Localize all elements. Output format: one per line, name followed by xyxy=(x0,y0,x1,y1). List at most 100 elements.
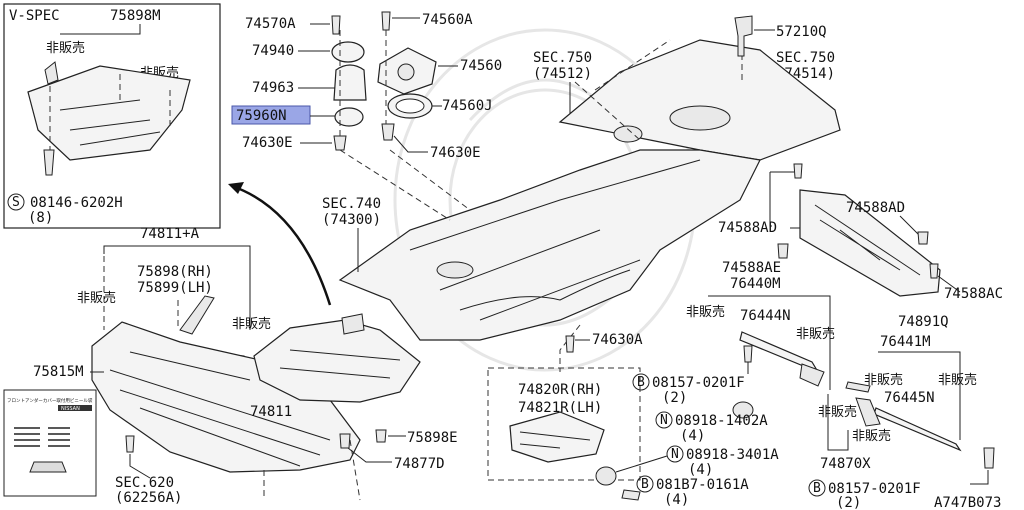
label-nonsale-8: 非販売 xyxy=(852,428,891,444)
label-74630E-right: 74630E xyxy=(430,145,481,161)
inset-bolt-icon xyxy=(43,149,55,176)
bracket-74820R xyxy=(509,411,605,463)
brace-end-bracket xyxy=(799,363,825,387)
bolt-74560A xyxy=(381,11,391,31)
brand-logo-text: NISSAN xyxy=(61,406,80,412)
label-nonsale-6: 非販売 xyxy=(232,316,271,332)
mount-parts-group: 74570A 74940 74963 75960N 74630E 74560A … xyxy=(231,11,502,161)
car-icon xyxy=(29,461,67,473)
inset-nonsale-label-a: 非販売 xyxy=(46,40,85,56)
label-76441M: 76441M xyxy=(880,334,931,350)
floor-panels: SEC.750 (74512) SEC.750 (74514) SEC.740 … xyxy=(322,15,841,372)
label-sec740: SEC.740 xyxy=(322,196,381,212)
label-sec750-a: SEC.750 xyxy=(533,50,592,66)
clip-75898E xyxy=(375,429,387,443)
label-74560: 74560 xyxy=(460,58,502,74)
main-floor-panel xyxy=(338,149,761,341)
label-74560A: 74560A xyxy=(422,12,473,28)
symbol-B-4: B xyxy=(813,481,821,496)
label-08157-b-qty: (2) xyxy=(836,495,861,510)
label-74820R: 74820R(RH) xyxy=(518,382,602,398)
inset-bolt-part: 08146-6202H xyxy=(30,195,123,211)
label-74877D: 74877D xyxy=(394,456,445,472)
label-nonsale-3: 非販売 xyxy=(864,372,903,388)
label-74560J: 74560J xyxy=(442,98,493,114)
highlighted-part-75960N[interactable] xyxy=(231,105,311,125)
inset-bracket xyxy=(44,61,59,85)
bracket-74820-group: 74630A 74820R(RH) 74821R(LH) N 08918-140… xyxy=(487,332,779,508)
label-08918-1402A: 08918-1402A xyxy=(675,413,768,429)
inset-part-no: 75898M xyxy=(110,8,161,24)
bolt-sec620 xyxy=(125,435,135,453)
bag-label-lines xyxy=(14,427,70,447)
label-57210Q: 57210Q xyxy=(776,24,827,40)
label-76440M: 76440M xyxy=(730,276,781,292)
label-76445N: 76445N xyxy=(884,390,935,406)
label-08157-b: 08157-0201F xyxy=(828,481,921,497)
label-sec620: SEC.620 xyxy=(115,475,174,491)
label-74963: 74963 xyxy=(252,80,294,96)
clip-74630E-left xyxy=(333,135,347,151)
diagram-code: A747B073 xyxy=(934,495,1001,510)
bolt-08157-lower xyxy=(983,447,995,469)
strip-75898 xyxy=(179,295,215,335)
arrow-head-icon xyxy=(228,182,244,194)
hook-57210Q xyxy=(734,15,753,57)
nut-08918-1402A xyxy=(732,401,754,419)
label-74588AD-left: 74588AD xyxy=(718,220,777,236)
label-74588AE: 74588AE xyxy=(722,260,781,276)
label-08918-3401A: 08918-3401A xyxy=(686,447,779,463)
side-cover-group: 74588AD 74588AD 74588AE 74588AC xyxy=(718,163,1003,302)
label-sec750-b: SEC.750 xyxy=(776,50,835,66)
front-undercover-group: 74811+A 75898(RH) 75899(LH) 非販売 非販売 7581… xyxy=(3,226,458,506)
label-75815M: 75815M xyxy=(33,364,84,380)
inset-arrow xyxy=(231,184,332,306)
label-75898E: 75898E xyxy=(407,430,458,446)
washer-75960N xyxy=(334,107,364,127)
bushing-74963 xyxy=(333,64,367,101)
label-nonsale-2: 非販売 xyxy=(796,326,835,342)
label-74630E-left: 74630E xyxy=(242,135,293,151)
label-nonsale-5: 非販売 xyxy=(77,290,116,306)
label-74811A: 74811+A xyxy=(140,226,200,242)
symbol-B-3: B xyxy=(641,477,649,492)
label-75898RH: 75898(RH) xyxy=(137,264,213,280)
label-081B7: 081B7-0161A xyxy=(656,477,749,493)
label-74821R: 74821R(LH) xyxy=(518,400,602,416)
label-74891Q: 74891Q xyxy=(898,314,949,330)
symbol-B-1: B xyxy=(637,375,645,390)
bag-label-title: フロントアンダーカバー取付用ビニール袋 xyxy=(7,397,93,404)
clip-74630E-right xyxy=(381,123,395,141)
symbol-N-2: N xyxy=(671,447,679,462)
bolt-74588AE xyxy=(777,243,789,259)
label-74588AC: 74588AC xyxy=(944,286,1003,302)
front-undercover-75815M xyxy=(91,321,361,473)
bolt-74570A xyxy=(331,15,341,35)
label-75899LH: 75899(LH) xyxy=(137,280,213,296)
bracket-detail-frame xyxy=(487,367,641,481)
bolt-74630A xyxy=(565,335,575,353)
label-74940: 74940 xyxy=(252,43,294,59)
label-081B7-qty: (4) xyxy=(664,492,689,508)
label-nonsale-4: 非販売 xyxy=(938,372,977,388)
screw-symbol-icon xyxy=(7,193,25,211)
label-sec740-sub: (74300) xyxy=(322,212,381,228)
brace-bracket-74870 xyxy=(855,397,881,427)
label-08157-a: 08157-0201F xyxy=(652,375,745,391)
label-74570A: 74570A xyxy=(245,16,296,32)
label-nonsale-7: 非販売 xyxy=(818,404,857,420)
symbol-N-1: N xyxy=(660,413,668,428)
bolt-74588AD-top xyxy=(793,163,803,179)
label-08918-1402A-qty: (4) xyxy=(680,428,705,444)
label-76444N: 76444N xyxy=(740,308,791,324)
inset-bolt-qty: (8) xyxy=(28,210,53,226)
inset-title: V-SPEC xyxy=(9,8,60,24)
label-nonsale-1: 非販売 xyxy=(686,304,725,320)
label-75960N: 75960N xyxy=(236,108,287,124)
side-cover-74588 xyxy=(799,189,941,297)
washer-74940 xyxy=(331,41,365,63)
spare-tire-well xyxy=(669,105,731,131)
bolt-08157-upper xyxy=(743,345,753,363)
